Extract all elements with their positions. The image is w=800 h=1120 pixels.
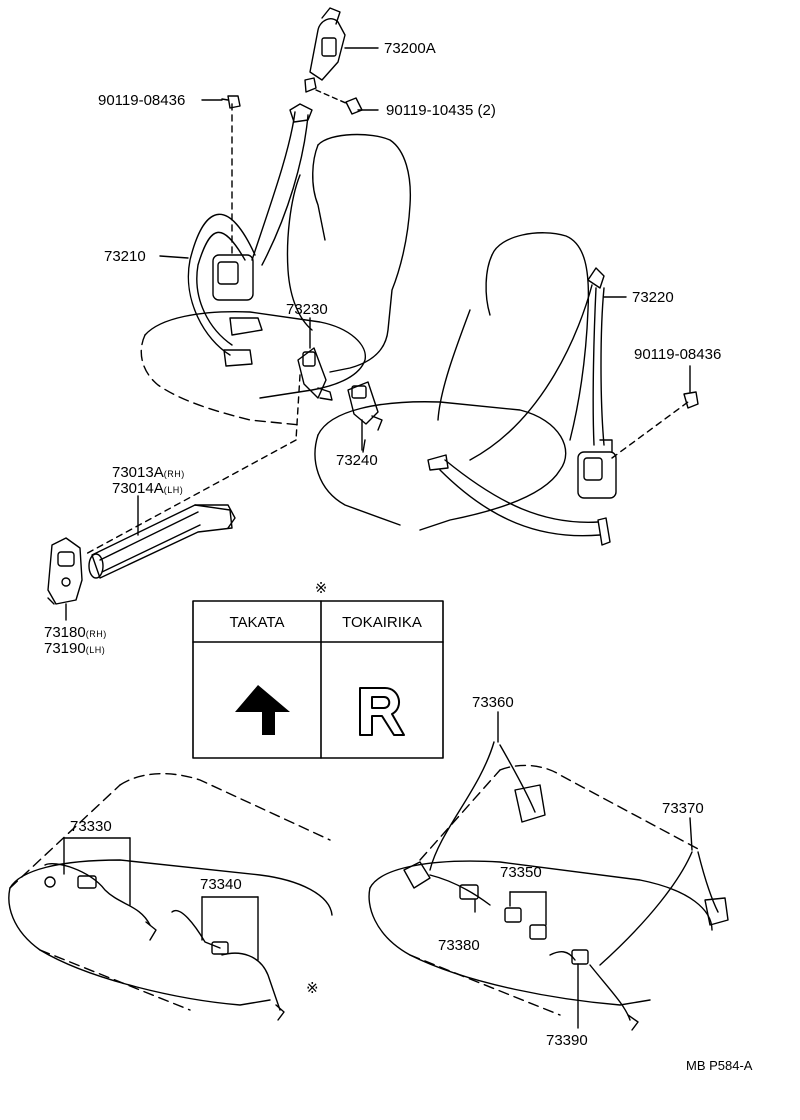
label-73190: 73190(LH)	[44, 640, 105, 659]
label-73190-side: (LH)	[85, 645, 106, 655]
label-90119-10435-qty: (2)	[477, 102, 496, 119]
label-73014A-side: (LH)	[163, 485, 184, 495]
label-73230: 73230	[286, 301, 328, 318]
label-73190-code: 73190	[44, 640, 86, 657]
label-73240: 73240	[336, 452, 378, 469]
diagram-code: MB P584-A	[686, 1058, 753, 1073]
label-90119-10435: 90119-10435 (2)	[386, 102, 496, 119]
manufacturer-legend	[192, 600, 444, 759]
buckle-73240	[347, 381, 383, 451]
rear-right-belts	[403, 741, 729, 1031]
buckle-73230	[83, 323, 333, 556]
label-73014A: 73014A(LH)	[112, 480, 183, 499]
label-73013A-side: (RH)	[163, 469, 185, 479]
anchor-73180	[47, 537, 83, 621]
legend-tokairika: TOKAIRIKA	[342, 614, 422, 631]
label-73180-code: 73180	[44, 624, 86, 641]
rear-left-belts	[44, 837, 285, 1021]
tokairika-logo	[359, 687, 405, 736]
front-left-seat	[140, 133, 412, 426]
front-right-seat	[314, 232, 590, 531]
label-90119-08436-front: 90119-08436	[98, 92, 186, 109]
label-73350: 73350	[500, 864, 542, 881]
marker-rear: ※	[306, 980, 319, 997]
label-73330: 73330	[70, 818, 112, 835]
label-73340: 73340	[200, 876, 242, 893]
takata-logo	[235, 685, 290, 735]
rail-73013A	[88, 495, 236, 579]
front-right-belt	[427, 267, 699, 546]
label-73180-side: (RH)	[85, 629, 107, 639]
label-73360: 73360	[472, 694, 514, 711]
label-73380: 73380	[438, 937, 480, 954]
label-73014A-code: 73014A	[112, 480, 164, 497]
label-73200A: 73200A	[384, 40, 436, 57]
legend-takata: TAKATA	[229, 614, 285, 631]
label-73210: 73210	[104, 248, 146, 265]
label-90119-10435-code: 90119-10435	[386, 102, 474, 119]
legend-marker: ※	[314, 580, 328, 597]
anchor-73200A	[304, 7, 379, 115]
label-73220: 73220	[632, 289, 674, 306]
rear-right-seat	[368, 764, 713, 1016]
label-73180: 73180(RH)	[44, 624, 107, 643]
label-73013A: 73013A(RH)	[112, 464, 185, 483]
front-left-belt	[187, 95, 313, 367]
rear-left-seat	[8, 772, 333, 1011]
label-73370: 73370	[662, 800, 704, 817]
label-73390: 73390	[546, 1032, 588, 1049]
label-90119-08436-right: 90119-08436	[634, 346, 722, 363]
label-73013A-code: 73013A	[112, 464, 164, 481]
